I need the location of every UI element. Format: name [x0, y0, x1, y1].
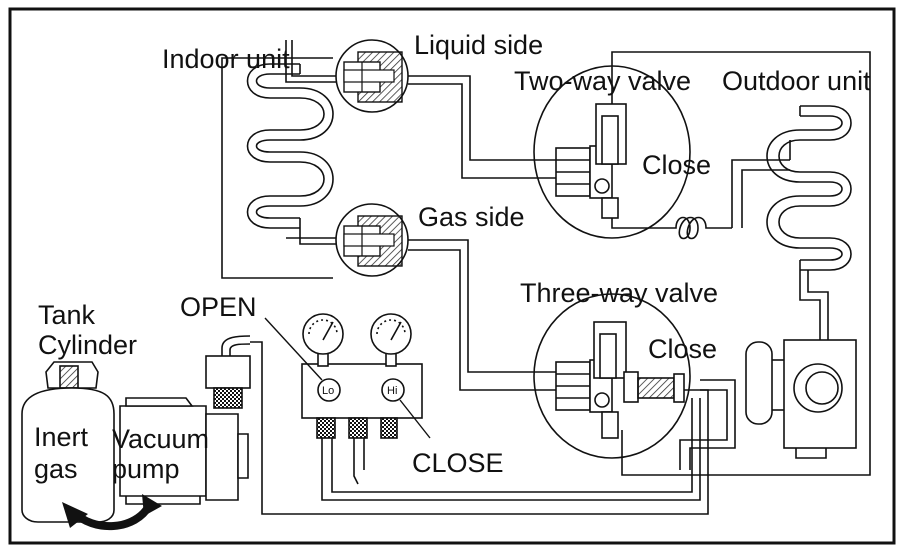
tank-label: Tank — [38, 300, 96, 330]
cylinder-label: Cylinder — [38, 330, 137, 360]
diagram-frame — [8, 7, 896, 545]
close-caps-label: CLOSE — [412, 448, 504, 478]
two-way-valve — [533, 65, 691, 239]
capillary-coil — [660, 216, 732, 240]
gas-side-fitting — [335, 203, 409, 277]
vacuum-label: Vacuum — [112, 424, 209, 454]
liquid-side-fitting — [335, 39, 409, 113]
charge-hoses — [250, 341, 709, 515]
inert-label: Inert — [34, 422, 89, 452]
vacuum-pump — [119, 335, 251, 505]
gauge-lo-label: Lo — [322, 385, 334, 397]
pump-label: pump — [112, 454, 180, 484]
outdoor-unit-label: Outdoor unit — [722, 66, 871, 96]
three-way-valve-label: Three-way valve — [520, 278, 718, 308]
open-label: OPEN — [180, 292, 257, 322]
three-way-close-label: Close — [648, 334, 717, 364]
two-way-close-label: Close — [642, 150, 711, 180]
transfer-arrow — [62, 494, 162, 531]
connecting-pipes — [408, 75, 560, 391]
gas-label: gas — [34, 454, 78, 484]
leader-lines — [264, 317, 431, 439]
outdoor-unit — [611, 51, 871, 476]
indoor-unit — [221, 40, 348, 279]
two-way-valve-label: Two-way valve — [514, 66, 691, 96]
gas-side-label: Gas side — [418, 202, 525, 232]
three-way-valve — [533, 293, 691, 459]
liquid-side-label: Liquid side — [414, 30, 543, 60]
indoor-unit-label: Indoor unit — [162, 44, 290, 74]
tank-cylinder — [21, 361, 115, 523]
manifold-gauge — [301, 313, 423, 439]
compressor — [745, 339, 857, 459]
gauge-hi-label: Hi — [387, 385, 397, 397]
